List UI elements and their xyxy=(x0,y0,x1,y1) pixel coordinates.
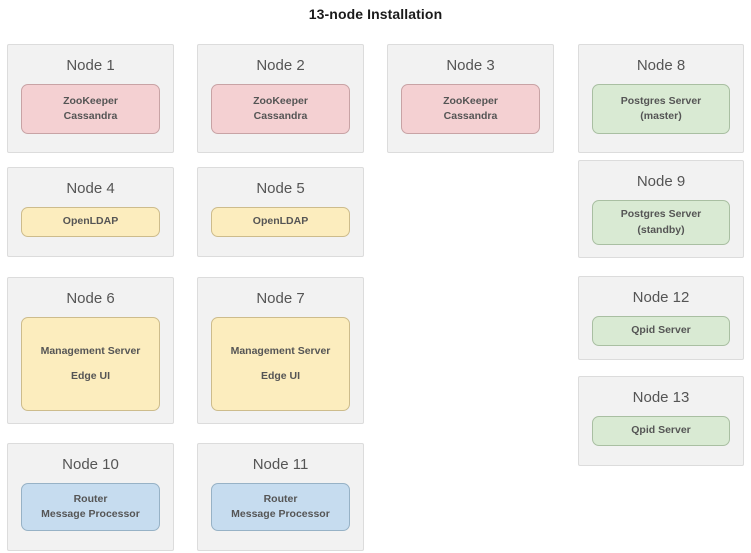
service-line: Management Server xyxy=(230,344,331,357)
service-line: Edge UI xyxy=(70,370,111,382)
service-line: (master) xyxy=(640,110,682,122)
service-line: OpenLDAP xyxy=(252,215,309,228)
node-card-12[interactable]: Node 12 Qpid Server xyxy=(578,276,744,360)
service-line: Postgres Server xyxy=(620,208,702,221)
service-line: ZooKeeper xyxy=(253,94,308,107)
service-line: Management Server xyxy=(40,344,141,357)
node-card-5[interactable]: Node 5 OpenLDAP xyxy=(197,167,364,257)
node-label: Node 8 xyxy=(636,57,686,74)
service-box[interactable]: Management Server Edge UI xyxy=(21,317,160,411)
node-label: Node 9 xyxy=(636,173,686,190)
node-label: Node 4 xyxy=(66,180,115,197)
page-title: 13-node Installation xyxy=(308,6,443,22)
node-card-4[interactable]: Node 4 OpenLDAP xyxy=(7,167,174,257)
service-line: Cassandra xyxy=(443,110,498,122)
node-label: Node 3 xyxy=(446,57,495,74)
node-card-2[interactable]: Node 2 ZooKeeper Cassandra xyxy=(197,44,364,153)
node-card-9[interactable]: Node 9 Postgres Server (standby) xyxy=(578,160,744,258)
service-box[interactable]: ZooKeeper Cassandra xyxy=(401,84,540,134)
node-label: Node 12 xyxy=(632,289,690,306)
service-box[interactable]: Router Message Processor xyxy=(21,483,160,531)
service-line: Qpid Server xyxy=(631,324,691,337)
node-card-7[interactable]: Node 7 Management Server Edge UI xyxy=(197,277,364,424)
service-line: Router xyxy=(263,492,298,505)
node-label: Node 6 xyxy=(66,290,115,307)
service-line: Message Processor xyxy=(41,508,140,520)
service-line: (standby) xyxy=(637,223,685,236)
service-box[interactable]: ZooKeeper Cassandra xyxy=(21,84,160,134)
node-card-1[interactable]: Node 1 ZooKeeper Cassandra xyxy=(7,44,174,153)
node-label: Node 1 xyxy=(66,57,115,74)
service-box[interactable]: Postgres Server (standby) xyxy=(592,200,730,245)
service-box[interactable]: Postgres Server (master) xyxy=(592,84,730,134)
service-box[interactable]: Qpid Server xyxy=(592,316,730,346)
node-label: Node 13 xyxy=(632,389,690,406)
node-label: Node 5 xyxy=(256,180,305,197)
service-line: ZooKeeper xyxy=(443,94,498,107)
service-line: Edge UI xyxy=(260,370,301,382)
service-box[interactable]: OpenLDAP xyxy=(21,207,160,237)
service-line: Router xyxy=(73,492,108,505)
node-card-13[interactable]: Node 13 Qpid Server xyxy=(578,376,744,466)
service-line: Postgres Server xyxy=(620,94,702,107)
service-line: Qpid Server xyxy=(631,424,691,437)
node-card-10[interactable]: Node 10 Router Message Processor xyxy=(7,443,174,551)
service-box[interactable]: Router Message Processor xyxy=(211,483,350,531)
service-line: Message Processor xyxy=(231,508,330,520)
service-line: ZooKeeper xyxy=(63,94,118,107)
node-label: Node 10 xyxy=(62,456,119,473)
service-box[interactable]: OpenLDAP xyxy=(211,207,350,237)
node-label: Node 2 xyxy=(256,57,305,74)
service-line: OpenLDAP xyxy=(62,215,119,228)
service-line: Cassandra xyxy=(253,110,308,122)
node-card-6[interactable]: Node 6 Management Server Edge UI xyxy=(7,277,174,424)
service-box[interactable]: Management Server Edge UI xyxy=(211,317,350,411)
service-box[interactable]: Qpid Server xyxy=(592,416,730,446)
node-card-11[interactable]: Node 11 Router Message Processor xyxy=(197,443,364,551)
service-box[interactable]: ZooKeeper Cassandra xyxy=(211,84,350,134)
node-card-8[interactable]: Node 8 Postgres Server (master) xyxy=(578,44,744,153)
node-label: Node 7 xyxy=(256,290,305,307)
node-label: Node 11 xyxy=(252,456,309,473)
node-card-3[interactable]: Node 3 ZooKeeper Cassandra xyxy=(387,44,554,153)
service-line: Cassandra xyxy=(63,110,118,122)
